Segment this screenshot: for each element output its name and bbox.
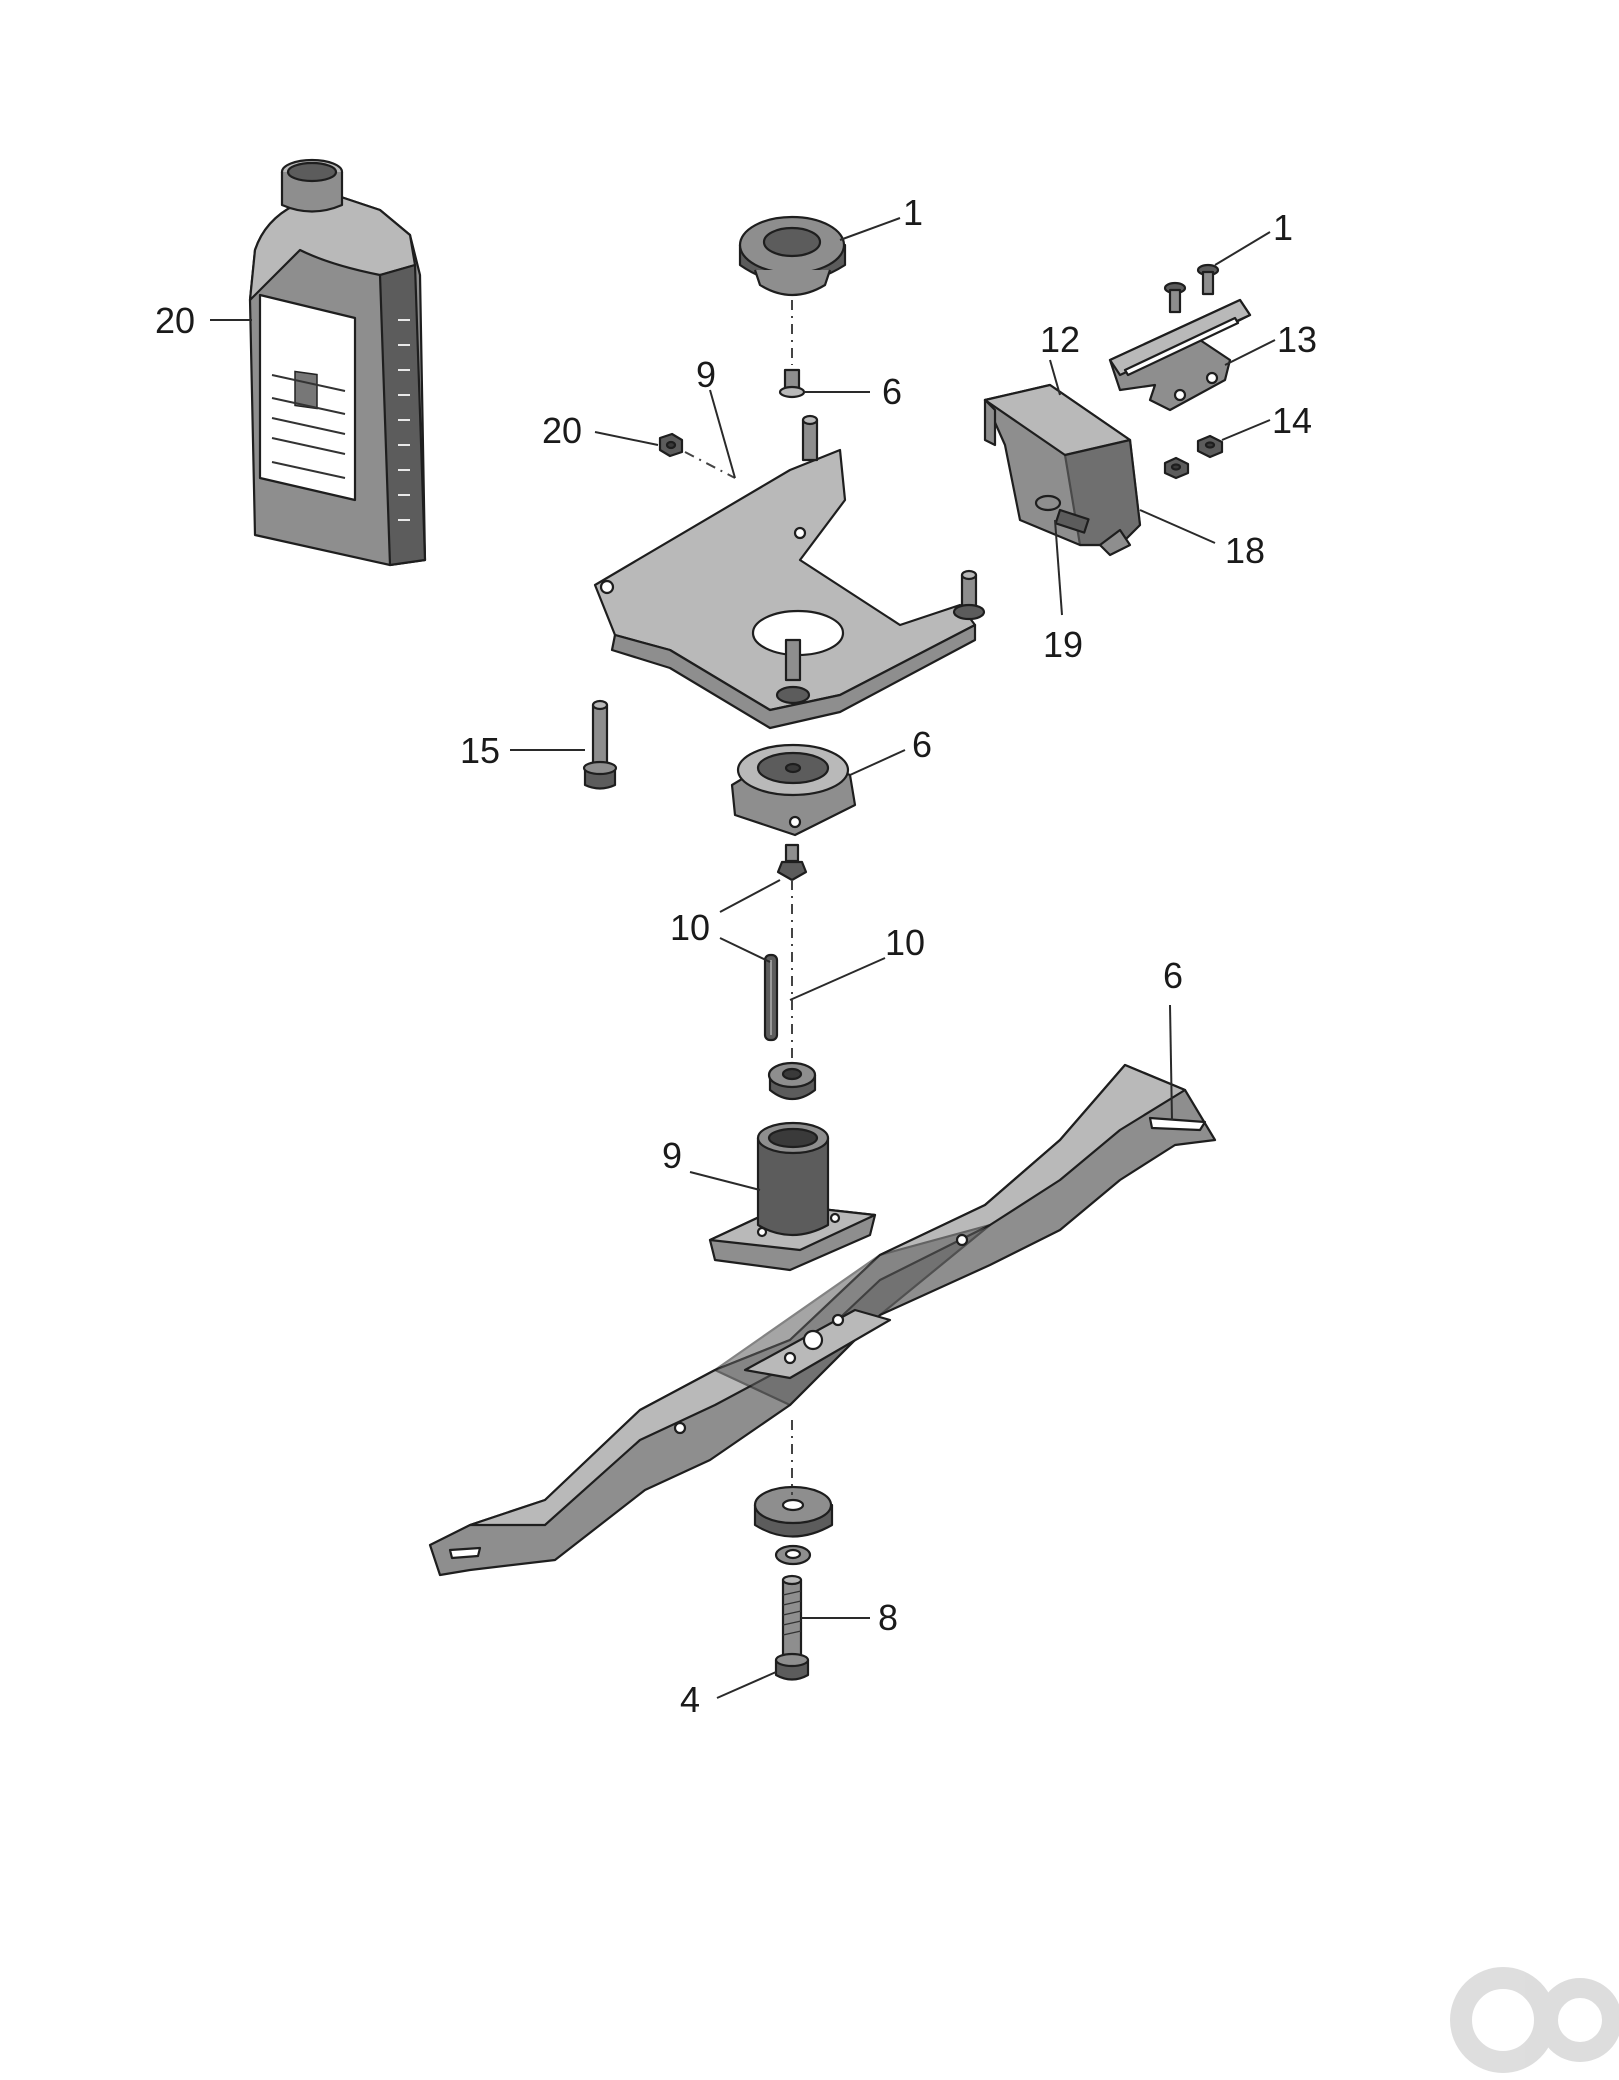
callout-15: 15 <box>460 730 500 771</box>
callout-12: 12 <box>1040 319 1080 360</box>
callout-6-housing: 6 <box>912 724 932 765</box>
callout-20-nut: 20 <box>542 410 582 451</box>
bracket <box>1108 298 1252 412</box>
callout-1-screws: 1 <box>1273 207 1293 248</box>
flange-bolt <box>582 699 618 790</box>
center-axis <box>684 300 793 1495</box>
callout-4: 4 <box>680 1679 700 1720</box>
callout-14: 14 <box>1272 400 1312 441</box>
callout-1-grommet: 1 <box>903 192 923 233</box>
callout-10-screw: 10 <box>670 907 710 948</box>
bracket-nuts <box>1163 434 1224 480</box>
spacer <box>767 1061 817 1101</box>
callout-6-bolt: 6 <box>882 371 902 412</box>
callout-19: 19 <box>1043 624 1083 665</box>
mounting-plate <box>593 414 986 730</box>
blade-bolt <box>774 1574 810 1681</box>
callouts: 1 1 20 20 9 9 6 6 6 12 13 14 18 19 15 10… <box>155 192 1317 1720</box>
cover-screw <box>1034 494 1090 534</box>
rubber-grommet <box>738 215 847 296</box>
callout-9-plate: 9 <box>696 354 716 395</box>
callout-18: 18 <box>1225 530 1265 571</box>
oil-bottle <box>248 158 427 567</box>
bracket-screws <box>1163 263 1220 314</box>
hex-screw <box>776 843 808 882</box>
watermark-logo <box>1450 1967 1619 2073</box>
callout-10-pin: 10 <box>885 922 925 963</box>
lock-washer <box>774 1544 812 1566</box>
callout-20-bottle: 20 <box>155 300 195 341</box>
callout-8: 8 <box>878 1597 898 1638</box>
blade-adapter <box>708 1121 877 1272</box>
shaft-pin <box>763 953 779 1042</box>
leader-lines <box>210 217 1276 1699</box>
callout-13: 13 <box>1277 319 1317 360</box>
small-bolt-top <box>778 368 806 399</box>
cutting-blade <box>428 1063 1217 1577</box>
blade-washer <box>753 1485 834 1538</box>
callout-9-adapter: 9 <box>662 1135 682 1176</box>
side-cover <box>983 383 1142 557</box>
callout-6-blade: 6 <box>1163 955 1183 996</box>
hex-nut <box>658 432 684 458</box>
bearing-housing <box>730 743 857 837</box>
